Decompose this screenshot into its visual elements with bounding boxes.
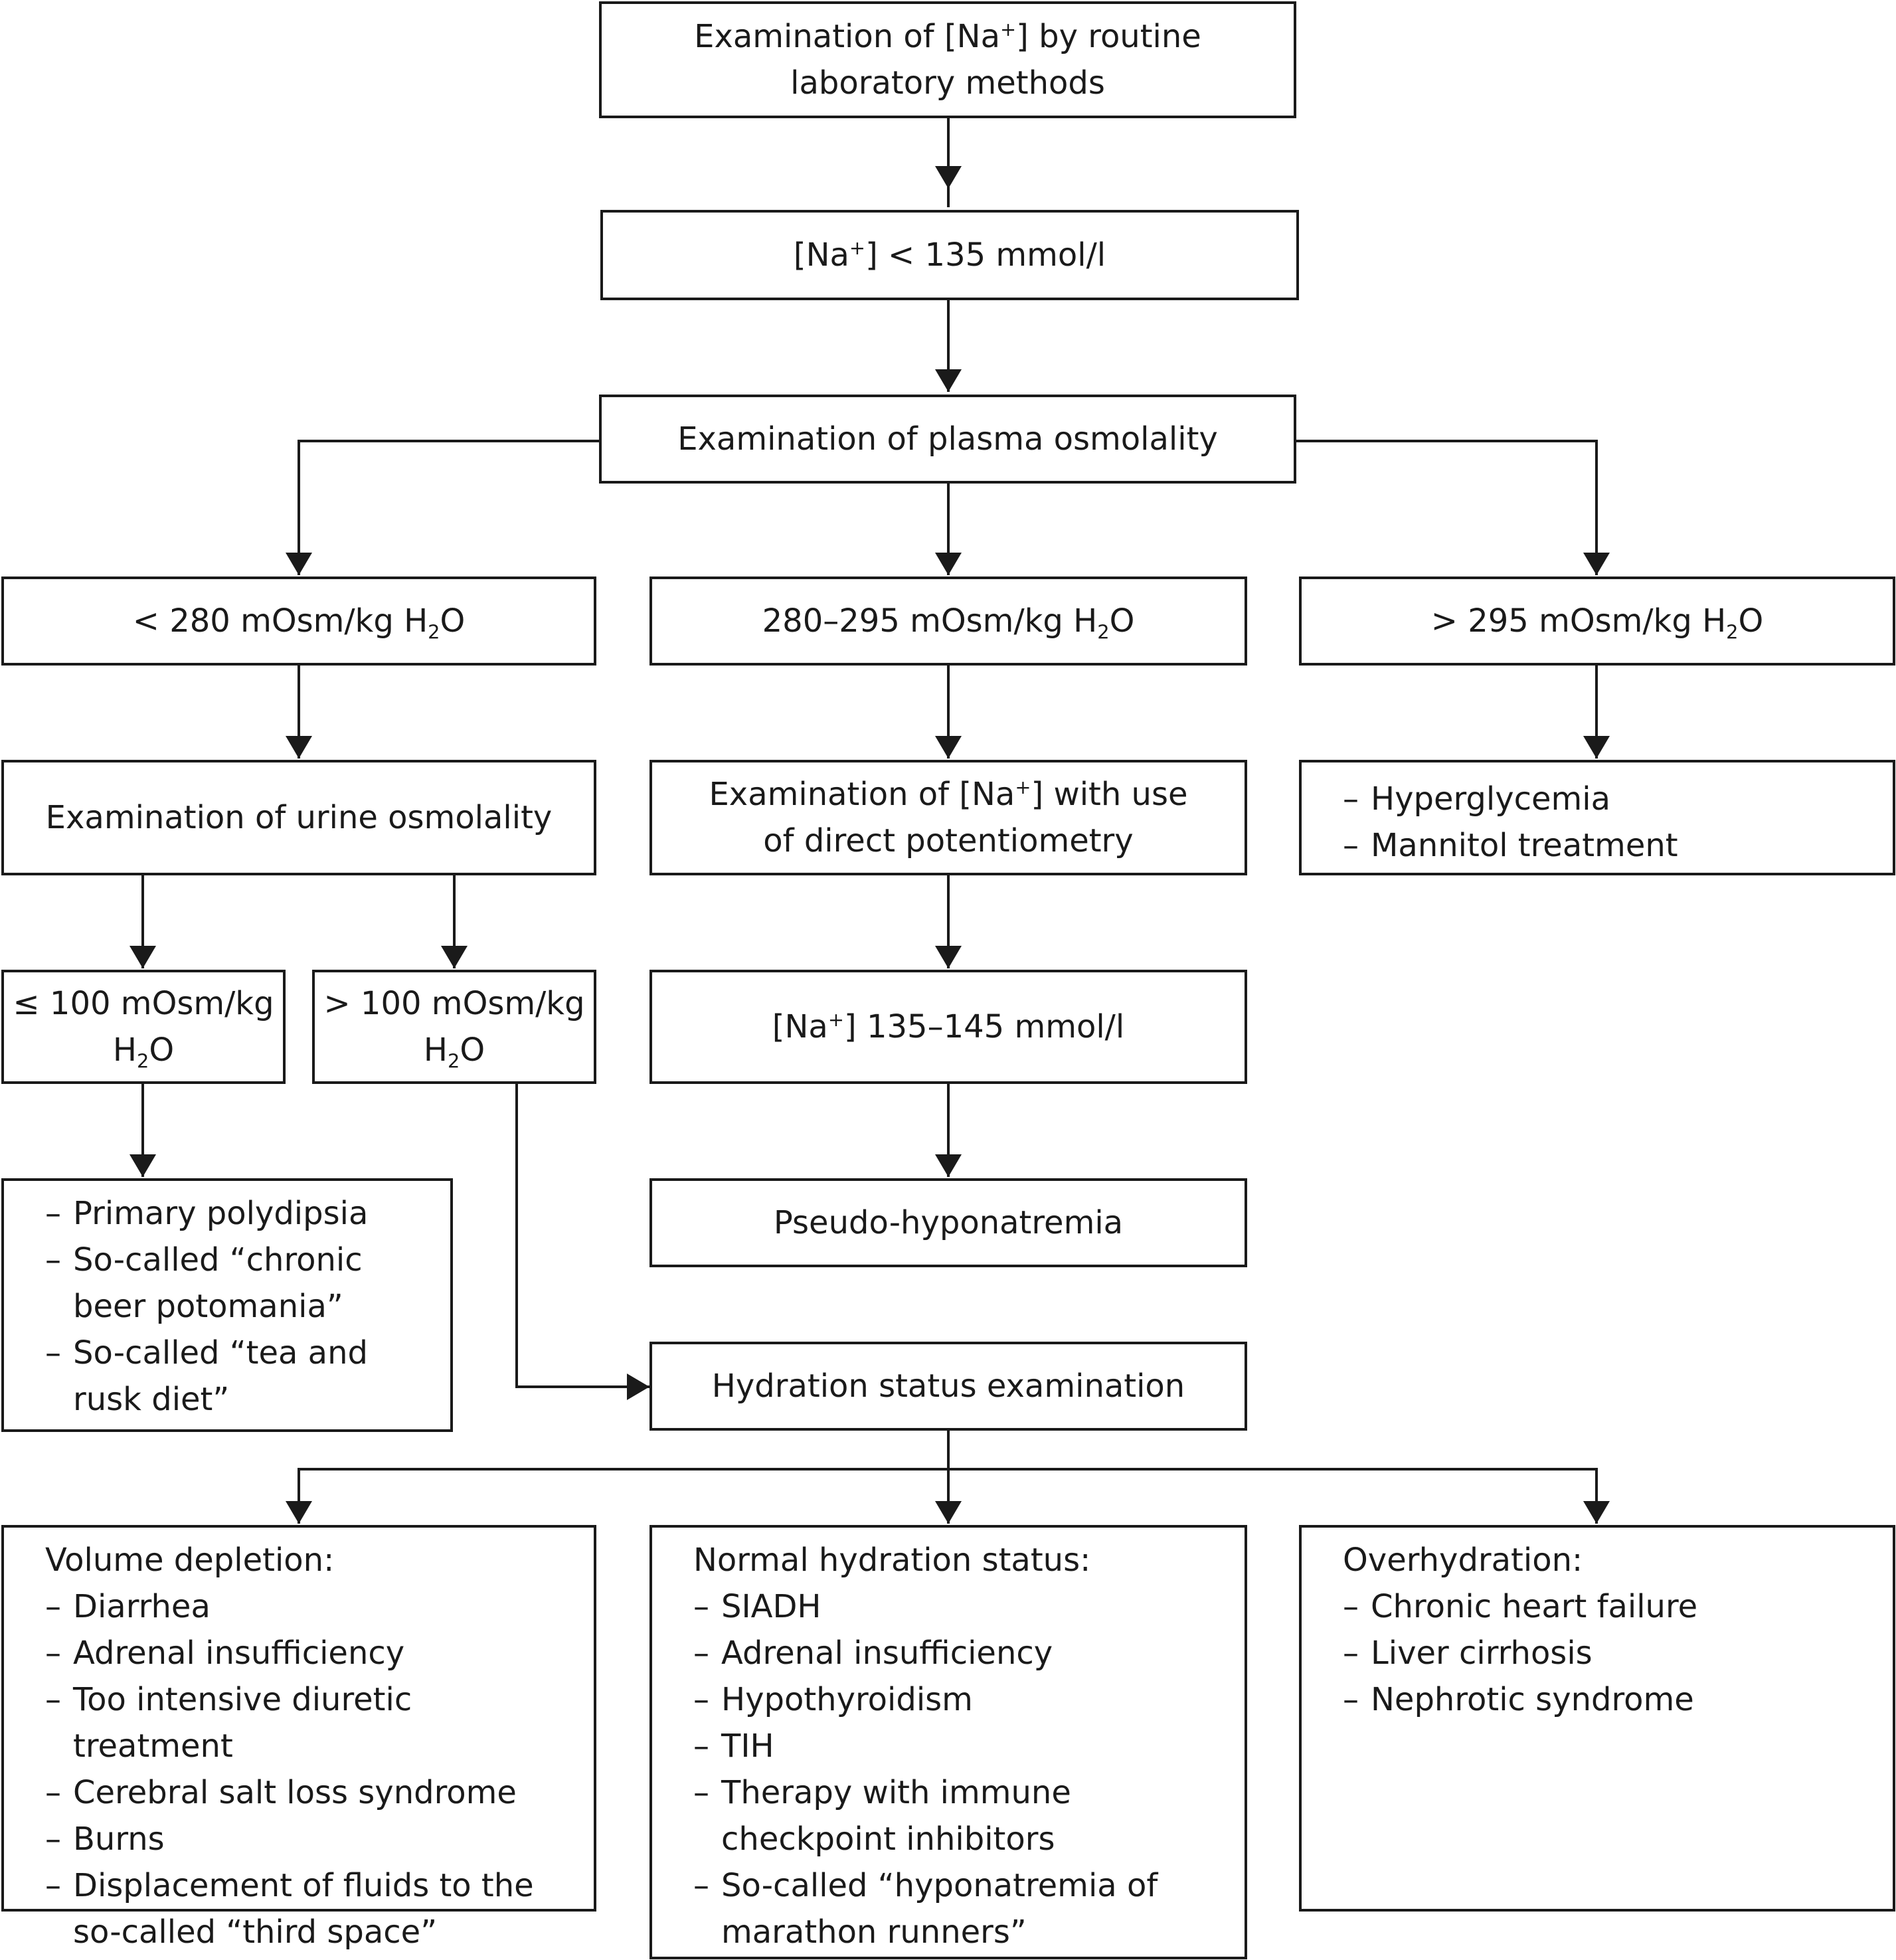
list-item: So-called “hyponatremia of marathon runn… [693, 1862, 1231, 1955]
arrowhead [1583, 1501, 1610, 1524]
list-heading: Volume depletion: [45, 1542, 335, 1579]
list-item: So-called “chronic beer potomania” [45, 1237, 437, 1330]
list-heading: Overhydration: [1343, 1542, 1583, 1579]
sodium-below-135-box: [Na+] < 135 mmol/l [600, 210, 1299, 300]
connector-urine-high-to-hydration [515, 1084, 649, 1388]
node-text-line: Hydration status examination [711, 1368, 1185, 1405]
node-text-line: of direct potentiometry [763, 822, 1134, 859]
list-item: Hyperglycemia [1343, 776, 1879, 822]
node-text-line: Examination of urine osmolality [45, 799, 553, 836]
list-item: Too intensive diuretic treatment [45, 1676, 580, 1769]
node-text-line: H2O [112, 1031, 175, 1073]
pseudo-hyponatremia-box: Pseudo-hyponatremia [649, 1178, 1247, 1267]
overhydration-box: Overhydration: Chronic heart failureLiver… [1299, 1525, 1895, 1912]
list-item: Nephrotic syndrome [1343, 1676, 1879, 1723]
list-item: TIH [693, 1723, 1231, 1769]
connector-plasma-to-osm-high [1296, 440, 1598, 575]
node-text-line: laboratory methods [790, 64, 1105, 102]
node-text-line: Examination of [Na+] by routine [694, 18, 1201, 55]
arrowhead [129, 946, 156, 968]
list-item: Burns [45, 1816, 580, 1862]
connector-hydration-to-depletion [298, 1431, 950, 1524]
list-item: Hypothyroidism [693, 1676, 1231, 1723]
node-text-line: [Na+] < 135 mmol/l [793, 236, 1106, 274]
node-text-line: > 100 mOsm/kg [323, 985, 585, 1022]
list-item: Primary polydipsia [45, 1190, 437, 1237]
arrowhead [935, 369, 962, 392]
node-text-line: ≤ 100 mOsm/kg [13, 985, 274, 1022]
node-text-line: Examination of plasma osmolality [677, 420, 1218, 458]
node-text-line: [Na+] 135–145 mmol/l [772, 1008, 1125, 1045]
arrowhead [935, 946, 962, 968]
arrowhead [1583, 553, 1610, 575]
list-item: Adrenal insufficiency [45, 1630, 580, 1676]
arrowhead [935, 1501, 962, 1524]
list-item: Diarrhea [45, 1583, 580, 1630]
node-text-line: 280–295 mOsm/kg H2O [762, 602, 1135, 644]
routine-exam-box: Examination of [Na+] by routine laborator… [599, 1, 1296, 118]
node-text-line: H2O [423, 1031, 485, 1073]
list-item: Liver cirrhosis [1343, 1630, 1879, 1676]
list-item: So-called “tea and rusk diet” [45, 1330, 437, 1423]
connector-plasma-to-osm-low [298, 440, 599, 575]
node-text-line: > 295 mOsm/kg H2O [1430, 602, 1764, 644]
low-urine-osmolality-causes-box: Primary polydipsiaSo-called “chronic bee… [1, 1178, 453, 1432]
arrowhead [935, 553, 962, 575]
list-item: Chronic heart failure [1343, 1583, 1879, 1630]
volume-depletion-box: Volume depletion: DiarrheaAdrenal insuffi… [1, 1525, 596, 1951]
arrowhead [935, 1154, 962, 1177]
arrowhead [1583, 736, 1610, 758]
arrowhead [441, 946, 468, 968]
arrowhead [286, 553, 312, 575]
arrowhead [627, 1374, 649, 1400]
list-item: Mannitol treatment [1343, 822, 1879, 869]
direct-potentiometry-box: Examination of [Na+] with use of direct p… [649, 760, 1247, 875]
list-item: SIADH [693, 1583, 1231, 1630]
arrowhead [129, 1154, 156, 1177]
list-item: Cerebral salt loss syndrome [45, 1769, 580, 1816]
hyperosmolar-causes-box: HyperglycemiaMannitol treatment [1299, 760, 1895, 875]
connector-hydration-to-overhydration [948, 1468, 1598, 1524]
list-item: Therapy with immune checkpoint inhibitor… [693, 1769, 1231, 1862]
arrowhead [286, 736, 312, 758]
node-text-line: Examination of [Na+] with use [709, 776, 1188, 813]
urine-osmolality-box: Examination of urine osmolality [1, 760, 596, 875]
list-item: Adrenal insufficiency [693, 1630, 1231, 1676]
arrowhead [286, 1501, 312, 1524]
osmolality-below-280-box: < 280 mOsm/kg H2O [1, 577, 596, 666]
plasma-osmolality-box: Examination of plasma osmolality [599, 395, 1296, 484]
sodium-normal-range-box: [Na+] 135–145 mmol/l [649, 970, 1247, 1084]
arrowhead [935, 736, 962, 758]
osmolality-280-295-box: 280–295 mOsm/kg H2O [649, 577, 1247, 666]
osmolality-above-295-box: > 295 mOsm/kg H2O [1299, 577, 1895, 666]
list-item: Displacement of fluids to the so-called … [45, 1862, 580, 1955]
list-heading: Normal hydration status: [693, 1542, 1091, 1579]
node-text-line: Pseudo-hyponatremia [773, 1204, 1124, 1241]
arrowhead [935, 166, 962, 189]
node-text-line: < 280 mOsm/kg H2O [132, 602, 466, 644]
normal-hydration-box: Normal hydration status: SIADHAdrenal ins… [649, 1525, 1247, 1959]
hydration-status-box: Hydration status examination [649, 1342, 1247, 1431]
